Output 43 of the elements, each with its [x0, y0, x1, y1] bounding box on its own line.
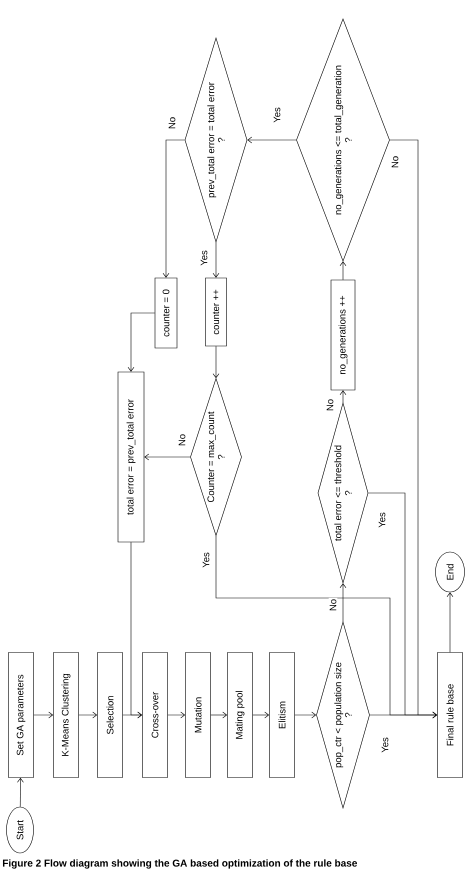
arrow: [17, 778, 24, 807]
arrow: [162, 140, 185, 278]
arrow: [294, 712, 316, 718]
arrow: [252, 712, 270, 718]
arrow: [340, 583, 346, 622]
arrow: [247, 136, 296, 144]
terminator-oval: Start: [6, 806, 34, 854]
edge-label: No: [390, 154, 400, 170]
arrow: [130, 542, 142, 718]
arrow: [128, 312, 155, 372]
process-box: counter ++: [205, 278, 227, 346]
arrow: [78, 712, 98, 718]
edge-label: Yes: [202, 551, 210, 569]
process-box: Mutation: [185, 652, 211, 778]
arrow: [210, 712, 228, 718]
arrow: [34, 712, 54, 718]
arrow: [168, 712, 186, 718]
edge-label: No: [178, 432, 186, 448]
process-box: Set GA parameters: [8, 652, 34, 778]
edge-label: No: [168, 116, 176, 130]
process-box: counter = 0: [154, 278, 178, 348]
process-box: Mating pool: [227, 652, 253, 778]
edge-label: Yes: [200, 249, 208, 267]
edge-label: No: [328, 598, 338, 612]
arrow: [340, 390, 346, 403]
terminator-oval: End: [435, 552, 465, 592]
process-box: Final rule base: [437, 652, 463, 778]
arrow: [144, 454, 190, 460]
arrow: [340, 261, 346, 280]
caption: Figure 2 Flow diagram showing the GA based optimization of the rule base: [2, 859, 357, 869]
arrow: [212, 346, 220, 378]
process-box: K-Means Clustering: [53, 652, 79, 778]
edge-label: Yes: [380, 736, 390, 754]
process-box: Cross-over: [142, 652, 168, 778]
process-box: total error = prev_total error: [118, 372, 144, 542]
process-box: Selection: [97, 652, 123, 778]
arrow: [216, 536, 438, 718]
edge-label: Yes: [272, 106, 282, 124]
process-box: Elitism: [269, 652, 295, 778]
process-box: no_generations ++: [330, 280, 356, 390]
arrow: [446, 592, 454, 652]
edge-label: Yes: [378, 511, 386, 529]
arrow: [212, 242, 220, 278]
